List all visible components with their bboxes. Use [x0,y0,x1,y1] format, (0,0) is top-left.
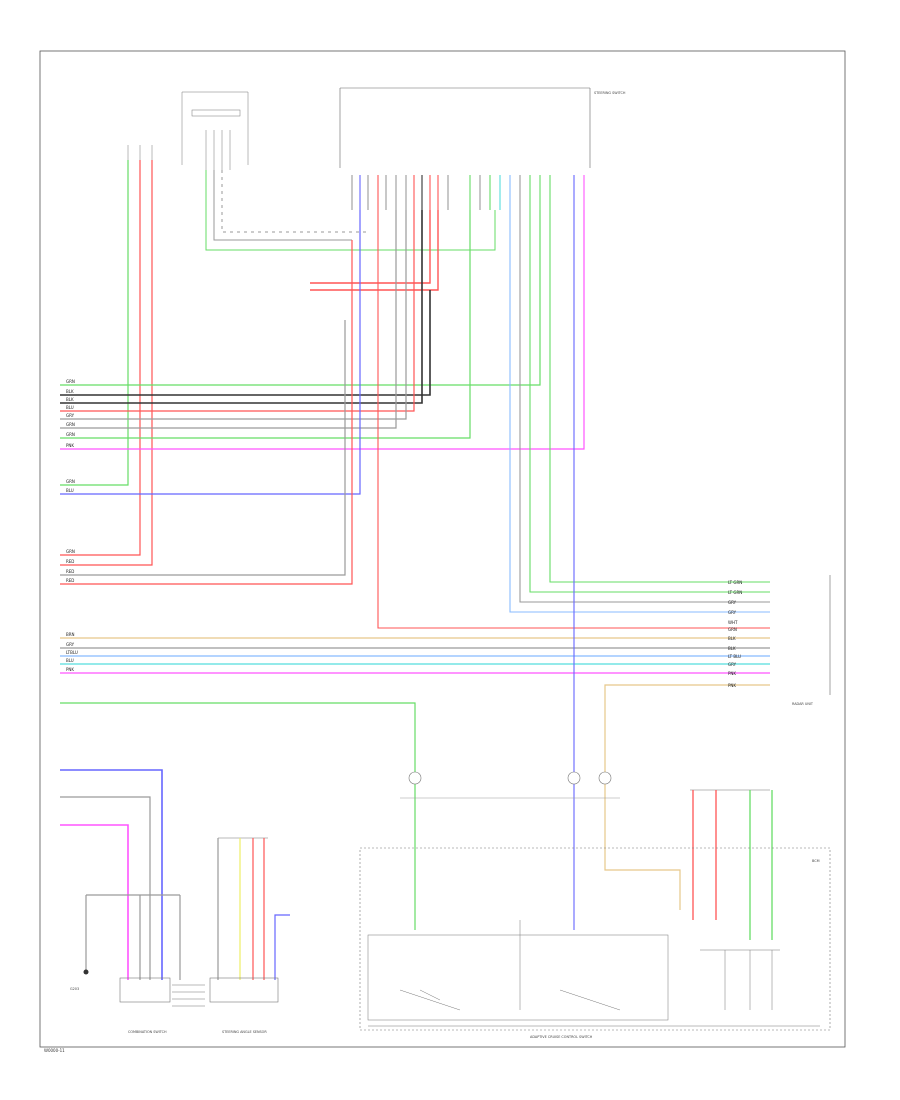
control-unit-box [359,847,831,1031]
svg-text:PNK: PNK [728,683,736,688]
svg-text:BLK: BLK [728,636,736,641]
switch-box [367,920,820,1027]
svg-text:GRY: GRY [728,662,737,667]
right-branch-wires [377,210,770,629]
module-pins [351,175,585,210]
connector-mid-label: STEERING ANGLE SENSOR [222,1030,267,1034]
svg-text:GRY: GRY [66,413,75,418]
svg-text:GRY: GRY [728,610,737,615]
svg-text:BLK: BLK [66,397,74,402]
page-reference: W0000-11 [44,1048,65,1053]
svg-text:GRY: GRY [728,600,737,605]
bottom-left-connector [119,977,205,1007]
svg-text:BLU: BLU [66,658,74,663]
svg-text:LTBLU: LTBLU [66,650,78,655]
svg-text:LT GRN: LT GRN [728,590,742,595]
module-right-label: STEERING SWITCH [594,91,626,95]
svg-text:GRN: GRN [66,479,75,484]
left-vertical-wires [60,160,153,566]
svg-text:GRN: GRN [66,549,75,554]
power-feed [310,210,439,291]
svg-text:BLK: BLK [728,646,736,651]
radar-unit-label: RADAR UNIT [792,702,814,706]
svg-text:BLK: BLK [66,389,74,394]
switch-box-label: ADAPTIVE CRUISE CONTROL SWITCH [530,1035,593,1039]
right-lower-connector [690,789,773,940]
left-bus-group-1 [60,210,585,450]
right-bus-tags: LT GRN LT GRN GRY GRY WHT GRN BLK BLK LT… [728,580,742,688]
svg-text:GRN: GRN [66,432,75,437]
svg-text:BLU: BLU [66,488,74,493]
svg-text:GRN: GRN [66,379,75,384]
svg-text:GRN: GRN [66,422,75,427]
svg-text:BLU: BLU [66,405,74,410]
left-bus-tags: GRN BLK BLK BLU GRY GRN GRN PNK GRN BLU … [66,379,78,672]
left-bus-group-4 [60,637,770,674]
svg-text:GRY: GRY [66,642,75,647]
svg-text:RED: RED [66,578,74,583]
svg-text:LT GRN: LT GRN [728,580,742,585]
top-mid-loop-wires [205,170,496,251]
control-unit-label: BCM [812,859,820,863]
tan-wire [604,684,770,910]
steering-switch-module [339,87,591,168]
svg-text:BRN: BRN [66,632,75,637]
bottom-mid-connector-body [209,977,279,1003]
lower-green-wire [60,702,416,930]
svg-text:RED: RED [66,559,74,564]
ground-symbol [83,969,89,975]
bottom-mid-connector [179,837,290,980]
left-bus-group-3 [60,240,353,585]
splice-connectors [400,771,620,799]
svg-text:LT BLU: LT BLU [728,654,741,659]
diagram-frame [39,50,846,1048]
bottom-left-wires [60,769,180,980]
connector-left-label: COMBINATION SWITCH [128,1030,167,1034]
svg-text:PNK: PNK [728,671,736,676]
svg-text:RED: RED [66,569,74,574]
svg-text:PNK: PNK [66,667,74,672]
left-bus-group-2 [60,210,361,495]
svg-text:PNK: PNK [66,443,74,448]
svg-text:GRN: GRN [728,627,737,632]
svg-text:WHT: WHT [728,620,738,625]
top-left-connector [127,145,153,160]
top-mid-connector [181,91,249,170]
ground-label: G203 [70,987,79,991]
